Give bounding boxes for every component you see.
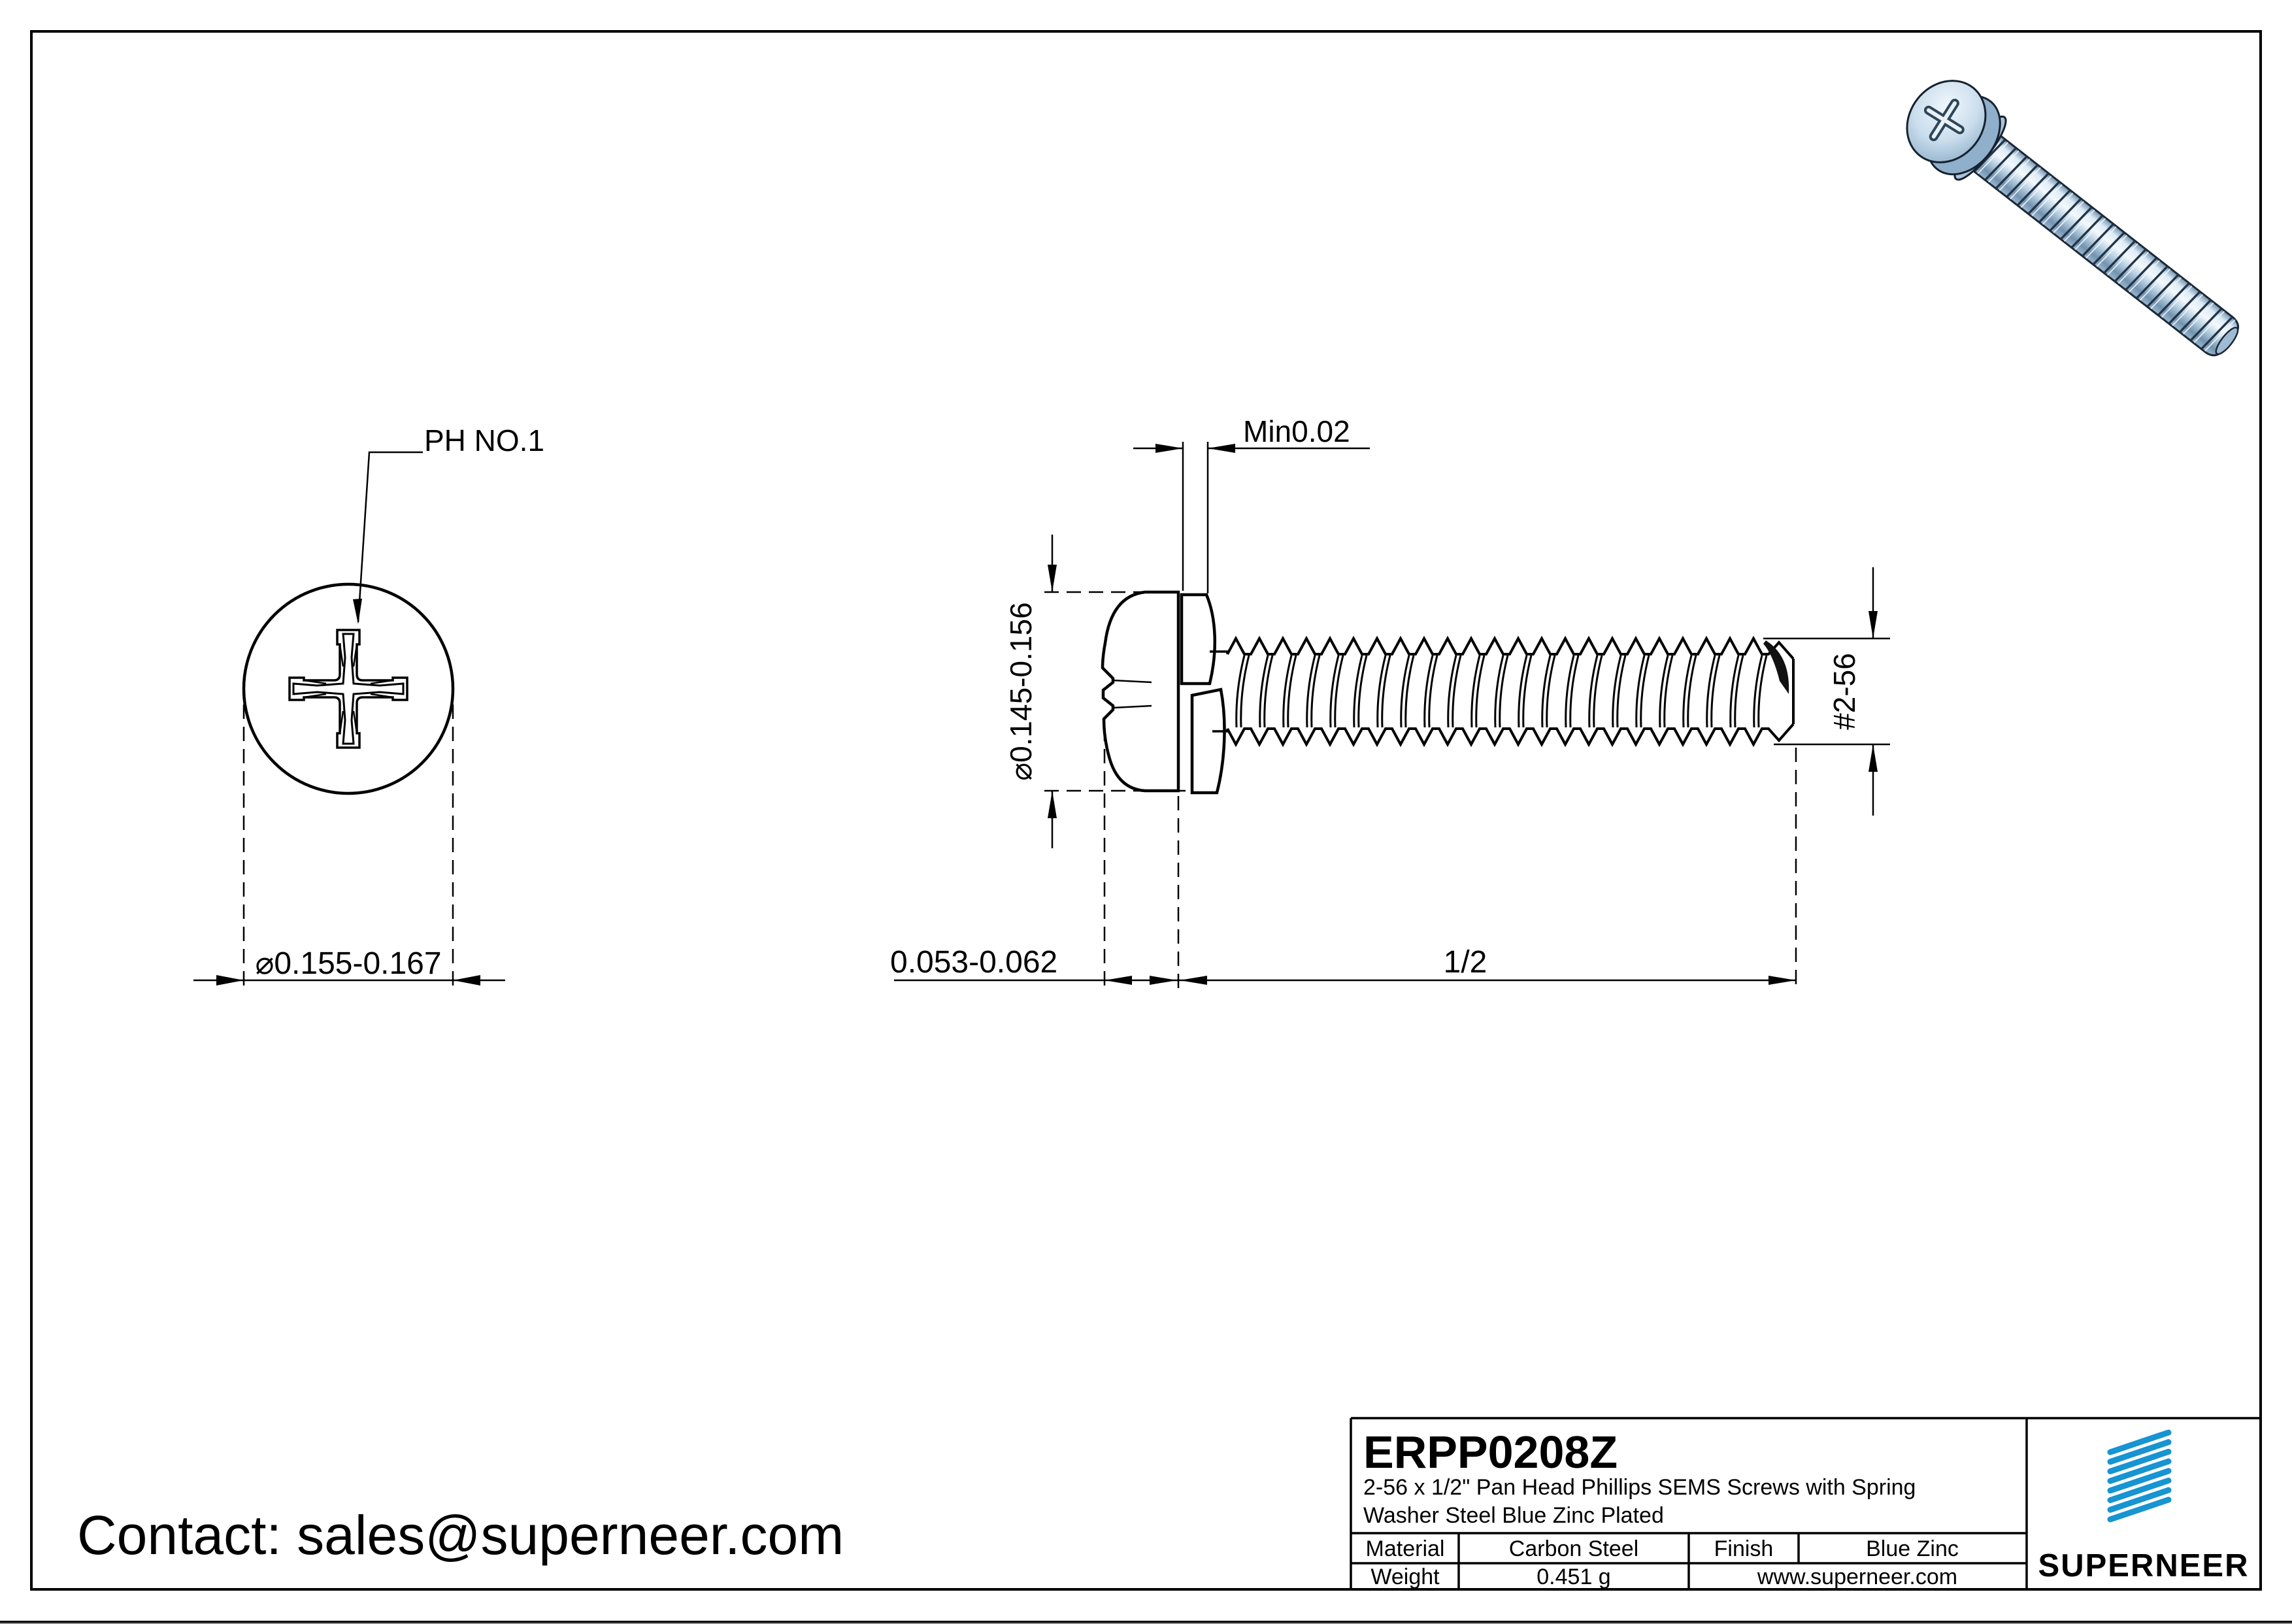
washer-gap-dimension [1133,442,1370,593]
finish-label: Finish [1714,1536,1774,1561]
weight-value: 0.451 g [1536,1565,1610,1589]
side-head-diameter-dimension [1044,535,1186,848]
length-dim-text: 1/2 [1444,945,1487,980]
description-line1: 2-56 x 1/2" Pan Head Phillips SEMS Screw… [1363,1475,1916,1500]
title-block-grid [1350,1417,2261,1589]
contact-line: Contact: sales@superneer.com [77,1504,844,1566]
side-head-diameter-dim-text: ⌀0.145-0.156 [1004,602,1038,780]
bottom-dimensions [894,727,1797,988]
thread-tip-chamfer [1763,640,1789,694]
side-view [894,442,1890,988]
top-head-diameter-dim: ⌀0.155-0.167 [255,946,441,981]
website-link[interactable]: www.superneer.com [1757,1565,1957,1589]
head-outline-circle [242,582,455,795]
thread-top-profile [1226,635,1795,660]
spring-washer-lower [1190,688,1226,795]
thread-flank-lines [1235,655,1768,728]
recess-label: PH NO.1 [424,423,544,457]
screw3d-threads [1974,139,2236,352]
brand-wordmark: SUPERNEER [2038,1548,2250,1583]
finish-value: Blue Zinc [1866,1536,1959,1561]
washer-gap-dim-text: Min0.02 [1243,414,1350,448]
phillips-recess [288,629,408,749]
screw3d-shank [1967,131,2240,357]
spring-washer-upper [1180,593,1217,686]
part-number: ERPP0208Z [1363,1427,1618,1478]
thread-bottom-profile [1226,723,1795,748]
screw3d-phillips-cross [1923,99,1965,142]
side-recess-lines [1112,679,1152,709]
material-label: Material [1366,1536,1445,1561]
weight-label: Weight [1370,1565,1440,1589]
screw3d-tip [2215,326,2239,356]
screw-3d-render [1906,80,2240,357]
description-line2: Washer Steel Blue Zinc Plated [1363,1503,1664,1528]
side-head-outline [1101,590,1180,793]
head-height-dim-text: 0.053-0.062 [890,945,1057,980]
thread-size-dim-text: #2-56 [1827,653,1861,730]
top-view [193,451,505,988]
leader-arrowhead [353,599,362,624]
superneer-logo-icon [2107,1429,2172,1523]
recess-leader [353,451,423,624]
drawing-frame [30,30,2262,1591]
material-value: Carbon Steel [1509,1536,1638,1561]
thread-size-dimension [1763,567,1890,816]
top-view-dimension [193,704,505,988]
